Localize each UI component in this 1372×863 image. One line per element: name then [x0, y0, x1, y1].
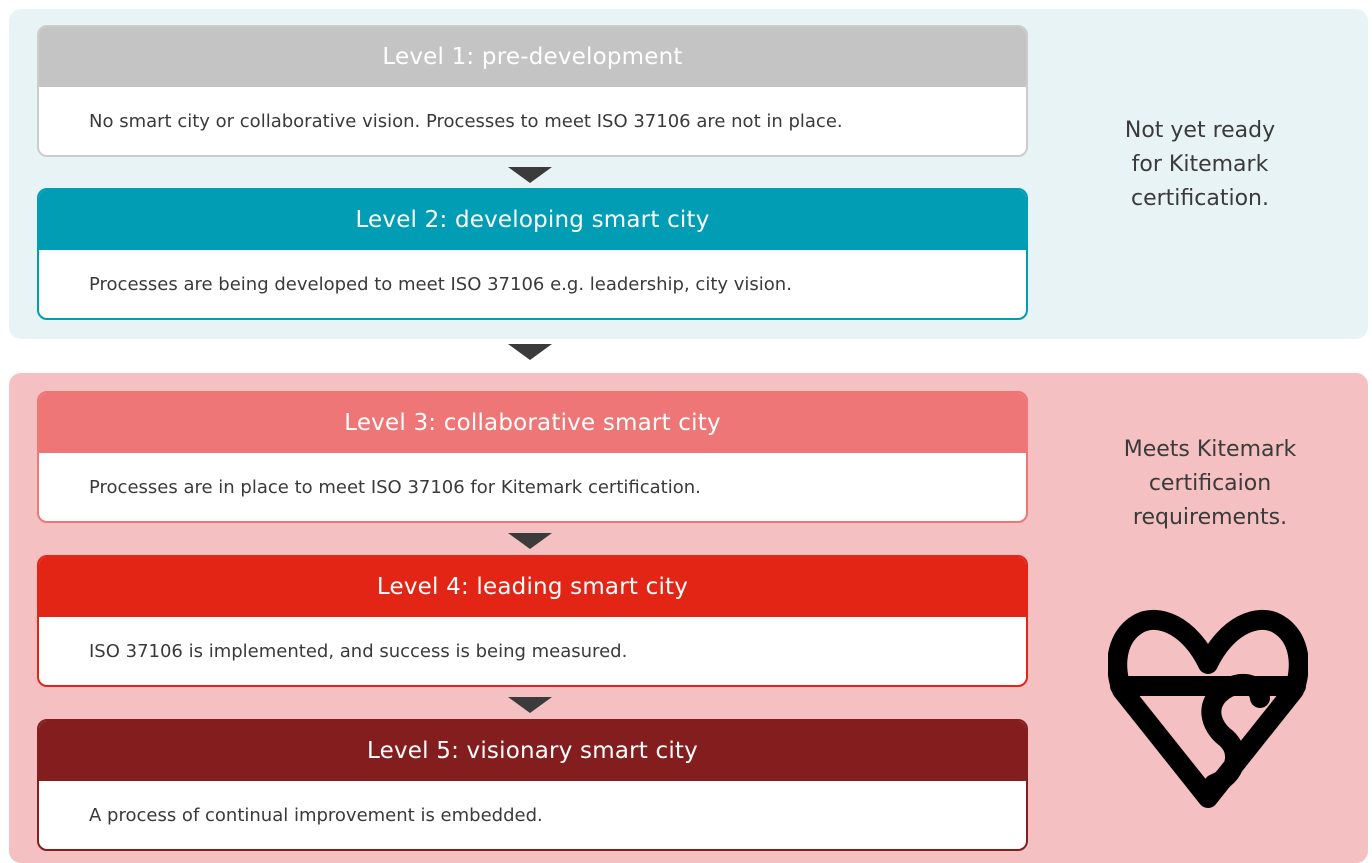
level-5-title: Level 5: visionary smart city	[39, 721, 1026, 781]
level-4-title: Level 4: leading smart city	[39, 557, 1026, 617]
level-1-card: Level 1: pre-development No smart city o…	[37, 25, 1028, 157]
down-arrow-icon	[508, 533, 552, 549]
level-3-card: Level 3: collaborative smart city Proces…	[37, 391, 1028, 523]
level-4-description: ISO 37106 is implemented, and success is…	[89, 640, 628, 662]
level-2-title: Level 2: developing smart city	[39, 190, 1026, 250]
down-arrow-icon	[508, 167, 552, 183]
kitemark-logo-icon	[1108, 609, 1308, 808]
level-2-card: Level 2: developing smart city Processes…	[37, 188, 1028, 320]
level-2-description: Processes are being developed to meet IS…	[89, 273, 792, 295]
level-3-description: Processes are in place to meet ISO 37106…	[89, 476, 701, 498]
level-5-description: A process of continual improvement is em…	[89, 804, 543, 826]
not-ready-note: Not yet ready for Kitemark certification…	[1124, 118, 1276, 211]
level-1-title: Level 1: pre-development	[39, 27, 1026, 87]
meets-requirements-note: Meets Kitemark certificaion requirements…	[1123, 437, 1297, 530]
down-arrow-icon	[508, 344, 552, 360]
down-arrow-icon	[508, 697, 552, 713]
level-3-title: Level 3: collaborative smart city	[39, 393, 1026, 453]
level-5-card: Level 5: visionary smart city A process …	[37, 719, 1028, 851]
level-1-description: No smart city or collaborative vision. P…	[89, 110, 843, 132]
level-4-card: Level 4: leading smart city ISO 37106 is…	[37, 555, 1028, 687]
